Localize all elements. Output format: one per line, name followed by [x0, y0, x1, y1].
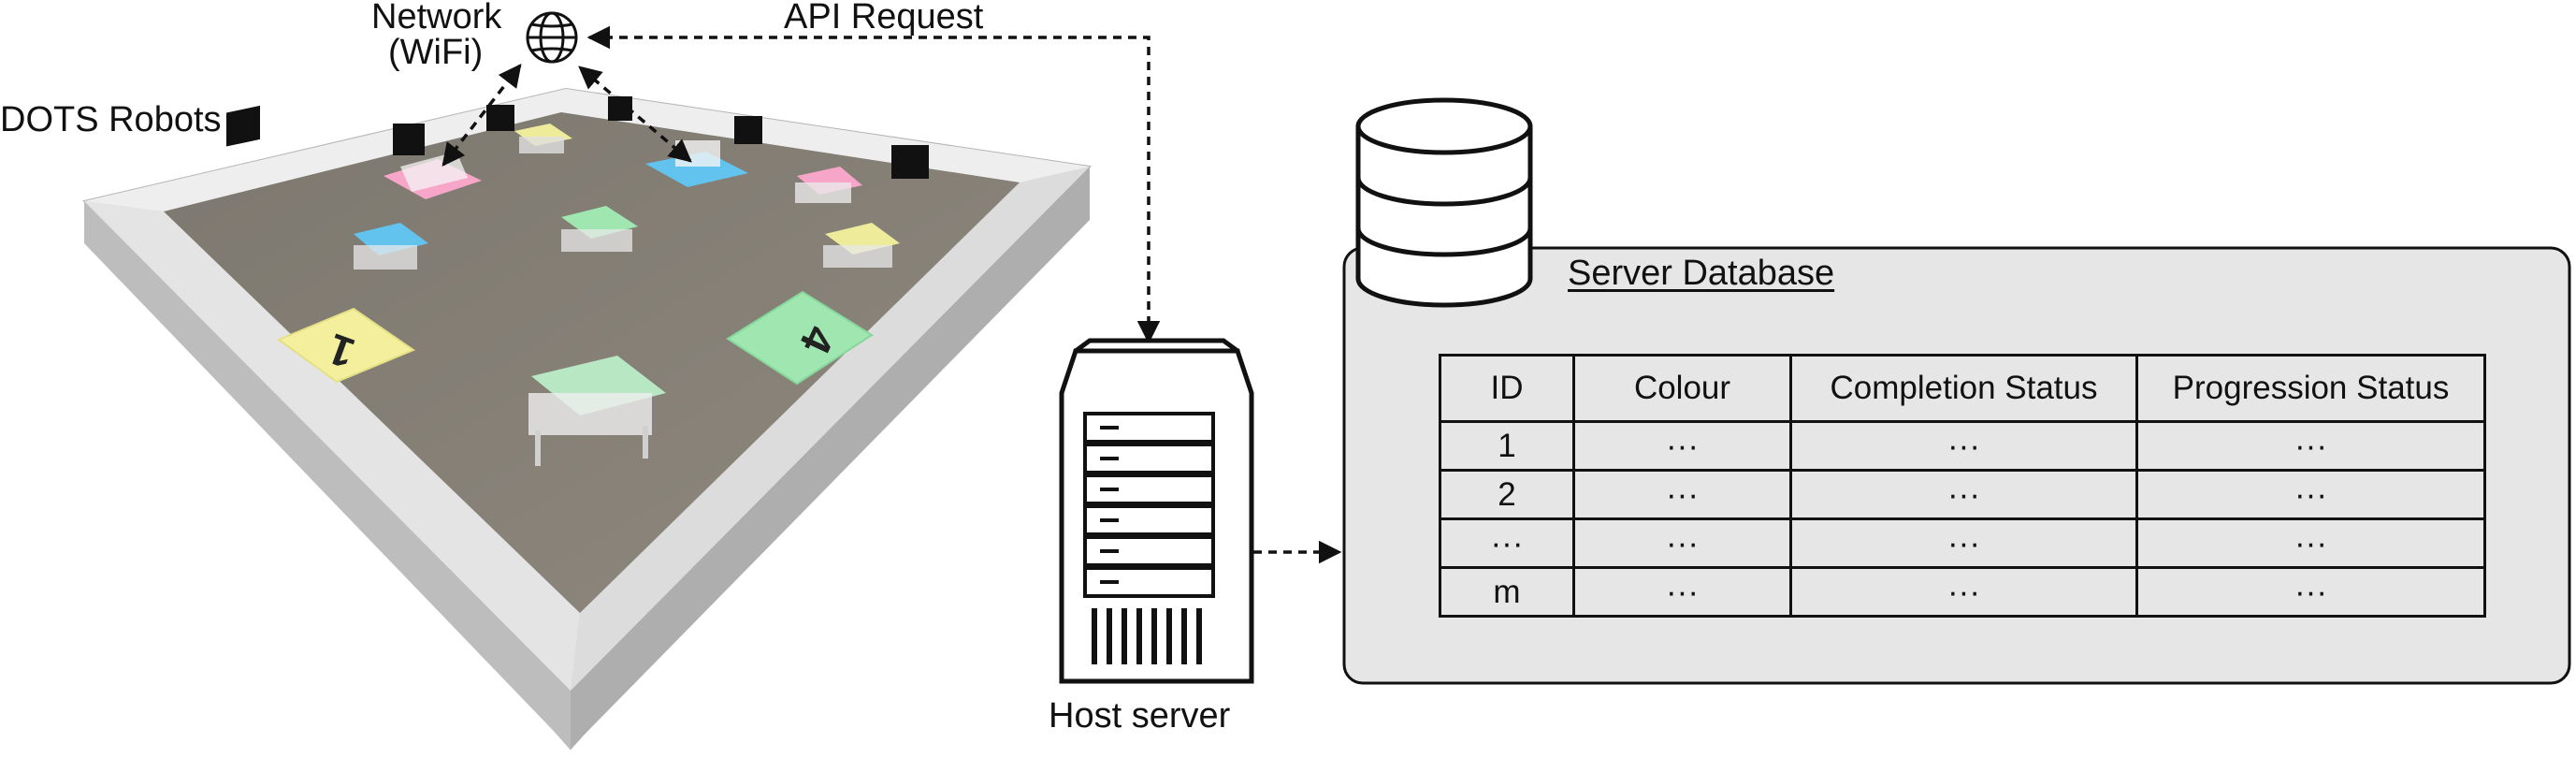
table-row: m ··· ··· ···	[1439, 566, 2486, 618]
table-cell: ···	[1789, 469, 2138, 520]
robot-green-front	[528, 356, 666, 466]
server-icon	[1059, 338, 1254, 684]
table-cell: ···	[1789, 517, 2138, 569]
table-cell: ···	[1789, 566, 2138, 618]
network-label: Network	[371, 0, 502, 36]
arena-wall-top-left	[84, 201, 580, 691]
arena-front-left-wall	[84, 201, 571, 749]
fiducial-tag	[891, 145, 929, 179]
table-header-row: ID Colour Completion Status Progression …	[1439, 354, 2486, 423]
table-cell: 2	[1439, 469, 1575, 520]
table-row: 1 ··· ··· ···	[1439, 420, 2486, 472]
robot-blue-2	[354, 223, 428, 269]
fiducial-tag	[486, 105, 514, 131]
connection-arrows	[441, 25, 1342, 564]
fiducial-tag	[734, 116, 762, 144]
floor-marker-1: 1	[276, 307, 416, 384]
robot-yellow-back	[514, 124, 572, 153]
table-row: 2 ··· ··· ···	[1439, 469, 2486, 520]
column-header: Completion Status	[1789, 354, 2138, 423]
table-row: ··· ··· ··· ···	[1439, 517, 2486, 569]
arrow-api-request	[586, 25, 1161, 344]
table-cell: ···	[1572, 420, 1792, 472]
host-server-label: Host server	[1049, 696, 1231, 736]
column-header: Colour	[1572, 354, 1792, 423]
api-request-label: API Request	[784, 0, 984, 36]
table-cell: ···	[1572, 517, 1792, 569]
table-cell: 1	[1439, 420, 1575, 472]
robot-arena-photo: 1 4	[82, 87, 1092, 750]
robots-label: DOTS Robots	[0, 100, 222, 139]
table-cell: ···	[1572, 469, 1792, 520]
column-header: Progression Status	[2135, 354, 2486, 423]
table-cell: ···	[2135, 566, 2486, 618]
column-header: ID	[1439, 354, 1575, 423]
fiducial-tag	[393, 124, 425, 155]
fiducial-tag	[226, 105, 260, 147]
table-cell: ···	[2135, 517, 2486, 569]
table-cell: ···	[1439, 517, 1575, 569]
table-cell: ···	[2135, 469, 2486, 520]
table-cell: ···	[1789, 420, 2138, 472]
server-database-title: Server Database	[1568, 254, 1835, 293]
arrow-robot-pink-network	[441, 64, 522, 167]
globe-icon	[526, 11, 578, 64]
database-table: ID Colour Completion Status Progression …	[1439, 354, 2486, 618]
database-icon	[1355, 97, 1533, 308]
table-cell: ···	[2135, 420, 2486, 472]
table-cell: ···	[1572, 566, 1792, 618]
network-sub-label: (WiFi)	[388, 33, 484, 72]
table-cell: m	[1439, 566, 1575, 618]
